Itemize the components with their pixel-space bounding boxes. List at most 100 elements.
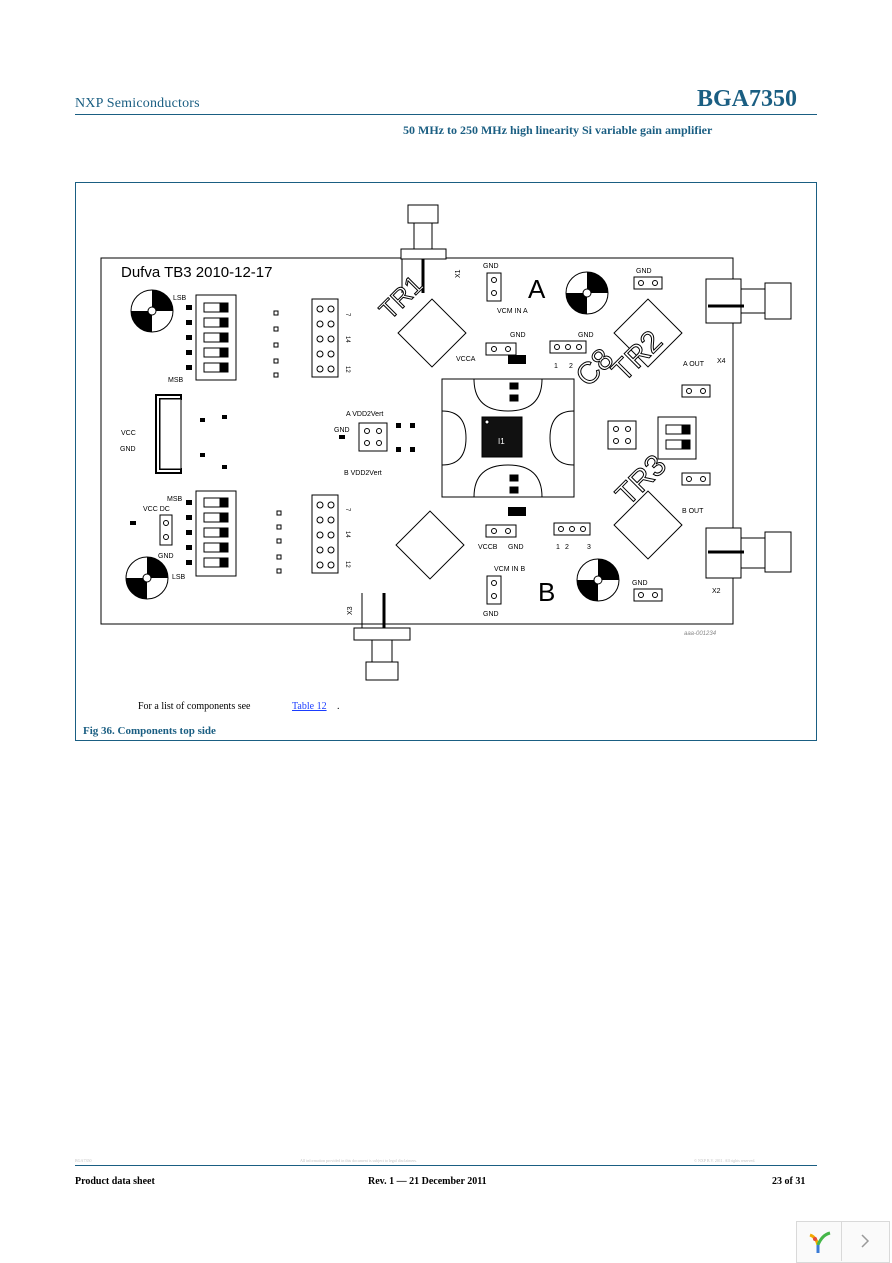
label-pin12-top: 12 [344,366,350,373]
company-name: NXP Semiconductors [75,96,200,111]
label-gnd-vcca: GND [510,332,526,339]
jumper-gnd-top-right [633,276,663,290]
footer-fine-left: BGA7350 [75,1158,92,1163]
transformer-tr2 [395,510,465,580]
document-subtitle: 50 MHz to 250 MHz high linearity Si vari… [403,123,713,137]
label-vcc: VCC [121,430,136,437]
fiducial-bottom-left [125,556,169,600]
jumper-3pin-bottom [553,522,591,536]
label-b-out: B OUT [682,508,704,515]
label-lsb-top: LSB [173,295,187,302]
viewer-logo-icon[interactable] [806,1227,834,1255]
label-x3: X3 [347,606,354,615]
ic-footprint [441,378,575,498]
pin-header-bottom [311,494,339,574]
label-pin7-bottom: 7 [344,508,350,512]
channel-a-label: A [528,274,546,304]
resistor-r13 [508,355,526,364]
smd-parts-center [339,423,415,452]
label-vcm-in-b: VCM IN B [494,566,525,573]
jumper-vdd [358,422,388,452]
label-vccb: VCCB [478,544,498,551]
footer-fine-center: All information provided in this documen… [300,1158,417,1163]
label-msb-top: MSB [168,377,184,384]
label-gnd-vccb: GND [508,544,524,551]
label-pin1-top: 1 [554,363,558,370]
product-name: BGA7350 [696,86,797,112]
label-pin14-top: 14 [344,336,350,343]
jumper-b-out [681,472,711,486]
table-12-link[interactable]: Table 12 [292,701,327,712]
connector-x1 [400,204,447,293]
connector-x3 [353,593,411,681]
jumper-3pin-top [549,340,587,354]
figure-code: aaa-001234 [684,631,717,637]
viewer-nav-divider [841,1221,842,1261]
footer-fine-right: © NXP B.V. 2011. All rights reserved. [694,1158,756,1163]
fiducial-bottom-right [576,558,620,602]
figure-caption: Fig 36. Components top side [83,725,216,737]
vcc-connector [155,394,182,474]
label-pin2-top: 2 [569,363,573,370]
jumper-gnd-bottom-right [633,588,663,602]
ic-label: I1 [498,437,505,446]
label-gnd-vcm-a: GND [483,263,499,270]
label-gnd-left: GND [158,553,174,560]
fiducial-top-right [565,271,609,315]
jumper-vcm-a [486,272,502,302]
channel-b-label: B [538,577,555,607]
resistor-array-top [273,310,279,378]
label-gnd-top-right: GND [636,268,652,275]
header-divider [75,114,817,115]
components-note: For a list of components see [138,701,251,712]
dip-switch-top [195,294,237,381]
connector-x4 [705,527,792,579]
jumper-vcm-b [486,575,502,605]
resistor-array-bottom [276,510,282,574]
label-x2: X2 [712,588,721,595]
label-a-out: A OUT [683,361,705,368]
jumper-vcc-dc [159,514,173,546]
pcb-layout-drawing: Dufva TB3 2010-12-17 X1 X3 X4 X2 [100,204,792,681]
label-vcc-dc: VCC DC [143,506,170,513]
label-gnd-center: GND [334,427,350,434]
viewer-nav [796,1221,890,1263]
jumper-vccb [485,524,517,538]
label-msb-bottom: MSB [167,496,183,503]
label-b-vdd: B VDD2Vert [344,470,382,477]
label-pin1-bottom: 1 [556,544,560,551]
smd-parts-left [130,415,227,525]
pcb-title: Dufva TB3 2010-12-17 [121,264,273,281]
transformer-tr1 [397,298,467,368]
pin-header-top [311,298,339,378]
label-gnd-3pin: GND [578,332,594,339]
jumper-2x2-right [607,420,637,450]
label-pin14-bottom: 14 [344,531,350,538]
dip-switch-bottom [195,490,237,577]
footer-page-number: 23 of 31 [772,1176,806,1187]
label-gnd-bottom-right: GND [632,580,648,587]
next-page-icon[interactable] [858,1233,872,1249]
label-a-vdd: A VDD2Vert [346,411,383,418]
switch-b-out [657,416,697,460]
resistor-r10 [508,507,526,516]
figure-frame [75,182,817,741]
footer-doc-type: Product data sheet [75,1176,155,1187]
label-gnd-vcc: GND [120,446,136,453]
jumper-a-out [681,384,711,398]
label-pin12-bottom: 12 [344,561,350,568]
label-vcm-in-a: VCM IN A [497,308,528,315]
fiducial-top-left [130,289,174,333]
connector-x2 [705,278,792,324]
transformer-tr3 [613,298,683,560]
dip-switch-top-pads [186,305,192,370]
note-period: . [337,701,340,712]
footer-revision: Rev. 1 — 21 December 2011 [368,1176,487,1187]
footer-divider [75,1165,817,1166]
label-lsb-bottom: LSB [172,574,186,581]
label-pin2-bottom: 2 [565,544,569,551]
jumper-vcca [485,342,517,356]
label-pin7-top: 7 [344,313,350,317]
label-x1: X1 [455,269,462,278]
label-vcca: VCCA [456,356,476,363]
